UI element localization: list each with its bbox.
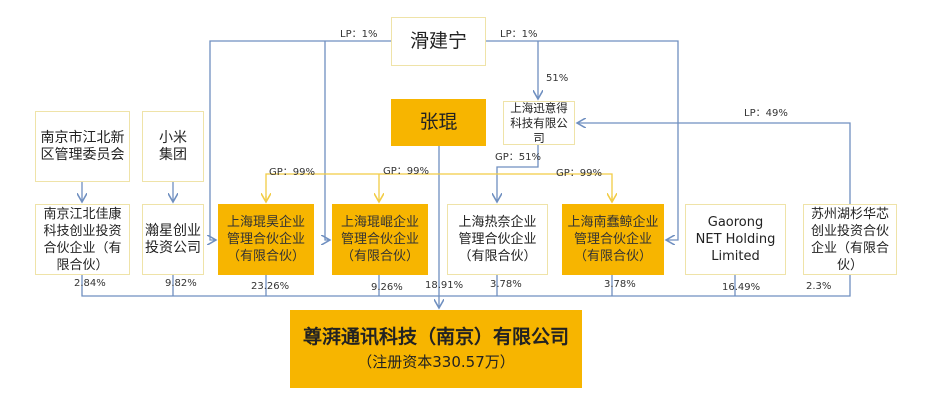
share-nanlujing: 3.78% [604, 279, 636, 290]
label-gp-kunhao: GP：99% [269, 167, 316, 178]
entity-suzhou: 苏州湖杉华芯创业投资合伙企业（有限合伙） [803, 204, 897, 275]
person-zhang-kun: 张琨 [391, 99, 486, 146]
entity-kunhao: 上海琨昊企业管理合伙企业（有限合伙） [218, 204, 314, 275]
label-gp-nanlujing: GP：99% [556, 168, 603, 179]
entity-hanxing: 瀚星创业投资公司 [142, 204, 204, 275]
share-hanxing: 9.82% [165, 278, 197, 289]
share-kunkun: 9.26% [371, 282, 403, 293]
label-gp-51: GP：51% [495, 152, 542, 163]
label-gp-kunkun: GP：99% [383, 166, 430, 177]
entity-gaorong: Gaorong NET Holding Limited [685, 204, 786, 275]
entity-nanlujing: 上海南蠢鲸企业管理合伙企业（有限合伙） [562, 204, 664, 275]
label-lp-49: LP：49% [744, 108, 788, 119]
entity-kunkun: 上海琨崐企业管理合伙企业（有限合伙） [332, 204, 428, 275]
share-renai: 3.78% [490, 279, 522, 290]
label-lp-right: LP：1% [500, 29, 538, 40]
label-xunyi-51: 51% [546, 73, 569, 84]
target-capital: （注册资本330.57万） [357, 353, 515, 371]
entity-xunyi: 上海迅意得科技有限公司 [503, 101, 575, 145]
target-name: 尊湃通讯科技（南京）有限公司 [302, 326, 569, 348]
share-zhang: 18.91% [425, 280, 464, 291]
entity-jiangbei-committee: 南京市江北新区管理委员会 [35, 111, 130, 182]
entity-jiakang: 南京江北佳康科技创业投资合伙企业（有限合伙） [35, 204, 130, 275]
person-hua-jianning: 滑建宁 [391, 17, 486, 66]
target-company: 尊湃通讯科技（南京）有限公司 （注册资本330.57万） [290, 310, 582, 388]
label-lp-left: LP：1% [340, 29, 378, 40]
share-suzhou: 2.3% [806, 281, 832, 292]
share-kunhao: 23.26% [251, 281, 290, 292]
entity-renai: 上海热奈企业管理合伙企业（有限合伙） [447, 204, 548, 275]
share-gaorong: 16.49% [722, 282, 761, 293]
entity-xiaomi: 小米集团 [142, 111, 204, 182]
share-jiakang: 2.84% [74, 278, 106, 289]
